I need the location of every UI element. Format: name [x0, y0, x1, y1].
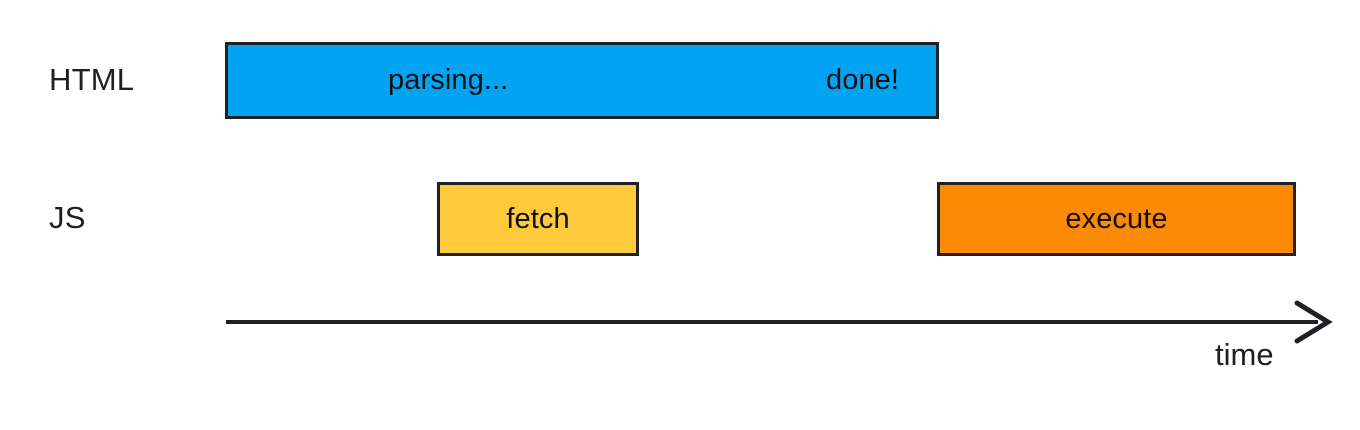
- bar-label-execute: execute: [1065, 202, 1168, 235]
- bar-js-fetch: fetch: [437, 182, 639, 256]
- bar-label-done: done!: [826, 64, 900, 96]
- bar-js-execute: execute: [937, 182, 1296, 256]
- row-label-html: HTML: [49, 62, 135, 97]
- time-axis-caption: time: [1215, 337, 1274, 372]
- row-label-js: JS: [49, 200, 86, 235]
- bar-label-parsing: parsing...: [388, 64, 509, 96]
- bar-html-parsing: parsing... done!: [225, 42, 939, 119]
- arrow-right-icon: [1294, 300, 1333, 344]
- bar-label-fetch: fetch: [506, 202, 570, 235]
